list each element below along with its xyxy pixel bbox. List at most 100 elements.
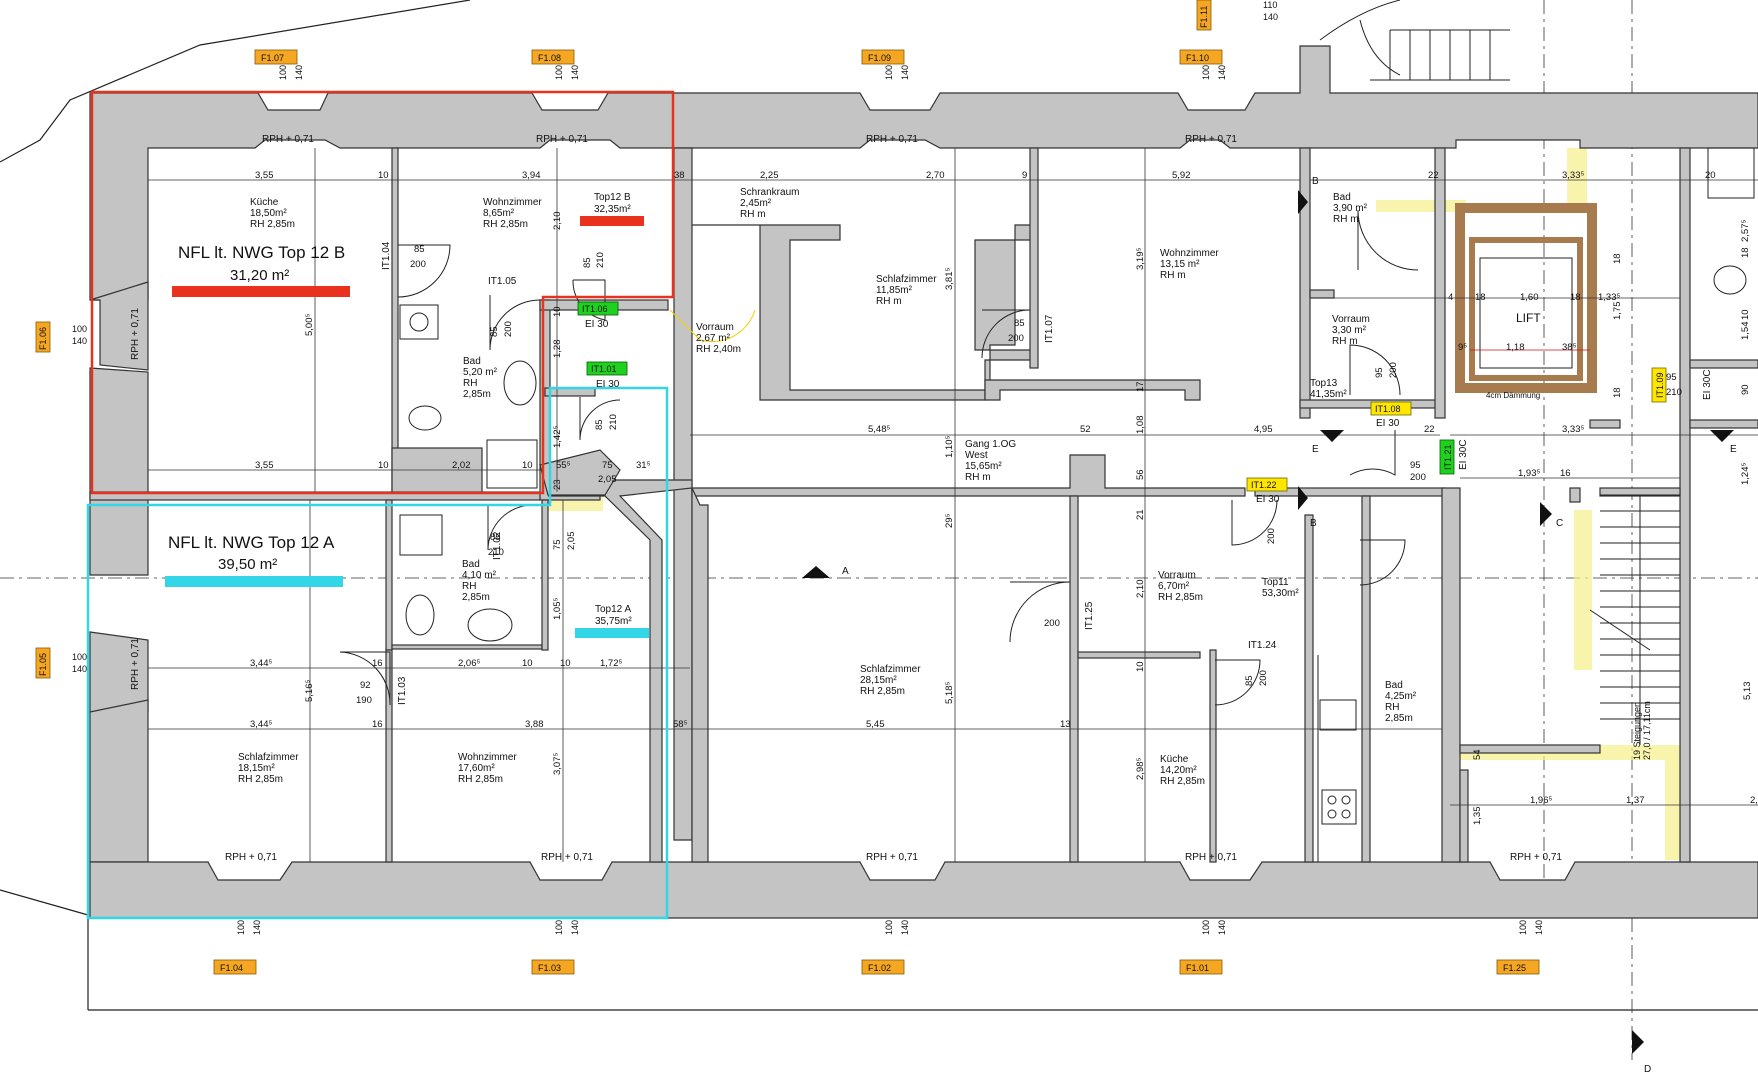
dimension-d85-43: 85 [1014, 318, 1025, 329]
dimension-d118-53: 1,18 [1506, 342, 1525, 353]
dimension-d5005-25: 5,00⁵ [304, 314, 315, 336]
dimension-d200-63: 200 [1410, 472, 1426, 483]
rph-label: RPH + 0,71 [541, 852, 593, 863]
dimension-d3445-72: 3,44⁵ [250, 719, 272, 730]
rph-label: RPH + 0,71 [1510, 852, 1562, 863]
dimension-d18-48: 18 [1570, 292, 1581, 303]
room-vorraum-top13-line-1: 3,30 m² [1332, 325, 1367, 336]
room-vorraum-top12-line-1: 2,67 m² [696, 333, 731, 344]
dimension-d210v-83: 2,10 [1135, 580, 1146, 599]
room-schlaf-mid-line-2: RH m [876, 296, 902, 307]
room-bad-top13-line-1: 3,90 m² [1333, 203, 1368, 214]
room-gang-line-1: West [965, 450, 988, 461]
door-badge-it101: IT1.01 [586, 361, 628, 376]
dimension-d18-109: 18 [1740, 247, 1751, 258]
dimension-d3195-34: 3,19⁵ [1135, 248, 1146, 270]
dimension-d4-45: 4 [1448, 292, 1453, 303]
dimension-d200-95: 200 [1266, 528, 1277, 544]
dimension-d1245-106: 1,24⁵ [1740, 463, 1751, 485]
room-kueche-top11-line-2: RH 2,85m [1160, 776, 1205, 787]
dimension-d85-23: 85 [489, 326, 500, 337]
dimension-d200-93: 200 [1044, 618, 1060, 629]
door-badge-it106-text: IT1.06 [582, 304, 608, 314]
dimension-d495-41: 4,95 [1254, 424, 1273, 435]
room-gang-line-0: Gang 1.OG [965, 439, 1016, 450]
window-height: 140 [1217, 65, 1227, 80]
window-height: 140 [900, 920, 910, 935]
dimension-d270-5: 2,70 [926, 170, 945, 181]
dimension-d13-77: 13 [1060, 719, 1071, 730]
room-wohn-top13-line-0: Wohnzimmer [1160, 248, 1219, 259]
dimension-d17-35: 17 [1135, 381, 1146, 392]
window-height: 140 [570, 65, 580, 80]
dimension-d10-1: 10 [378, 170, 389, 181]
unit-label-a: Top12 A [595, 604, 631, 615]
window-width: 100 [554, 65, 564, 80]
dimension-d85-85: 85 [490, 532, 501, 543]
door-badge-it106: IT1.06 [577, 301, 619, 316]
rph-label: RPH + 0,71 [225, 852, 277, 863]
door-code-IT1.04: IT1.04 [381, 241, 392, 270]
window-tag-F1.05: F1.05 [38, 653, 48, 676]
rph-label: RPH + 0,71 [130, 308, 141, 360]
dimension-d95l-55: 9⁵ [1458, 342, 1467, 353]
dimension-d513-103: 5,13 [1742, 682, 1753, 701]
dimension-d154-105: 1,54 [1740, 322, 1751, 341]
room-schlaf-a-line-2: RH 2,85m [238, 774, 283, 785]
dimension-d295-81: 29⁵ [944, 513, 955, 528]
room-wohn-b-line-0: Wohnzimmer [483, 197, 542, 208]
unit-outlines [86, 90, 675, 920]
room-gang-line-2: 15,65m² [965, 461, 1002, 472]
room-top13-line-1: 41,35m² [1310, 389, 1347, 400]
window-height: 140 [72, 664, 87, 674]
fire-rating: EI 30 [596, 379, 620, 390]
dimension-d38-3: 38 [674, 170, 685, 181]
insulation-note: 4cm Dämmung [1486, 391, 1540, 400]
unit-area-b: 32,35m² [594, 204, 631, 215]
dimension-d1965-100: 1,96⁵ [1530, 795, 1552, 806]
window-height: 140 [900, 65, 910, 80]
dimension-d9-6: 9 [1022, 170, 1027, 181]
summary-title-b: NFL lt. NWG Top 12 B [178, 243, 345, 262]
window-height: 140 [570, 920, 580, 935]
room-bad-a-line-2: RH [462, 581, 476, 592]
dimension-d1085-42: 1,10⁵ [944, 436, 955, 458]
door-code-IT1.02: IT1.02 [492, 531, 503, 560]
dimension-d16-73: 16 [372, 719, 383, 730]
rph-label: RPH + 0,71 [1185, 134, 1237, 145]
room-bad-top11-line-1: 4,25m² [1385, 691, 1417, 702]
dimension-d205-18: 2,05 [598, 474, 617, 485]
dimension-d225-4: 2,25 [760, 170, 779, 181]
window-height: 140 [294, 65, 304, 80]
dimension-d2985-82: 2,98⁵ [1135, 758, 1146, 780]
dimension-d175-50: 1,75 [1612, 302, 1623, 321]
window-height: 140 [252, 920, 262, 935]
window-width: 100 [1518, 920, 1528, 935]
room-vorraum-top11-line-0: Vorraum [1158, 570, 1196, 581]
room-schrank-line-0: Schrankraum [740, 187, 799, 198]
window-tag-F1.04: F1.04 [220, 963, 243, 973]
stair-top [1319, 0, 1510, 81]
door-badge-it109-text: IT1.09 [1655, 372, 1665, 398]
dimension-d133-49: 1,33⁵ [1598, 292, 1620, 303]
door-badge-it122: IT1.22 [1246, 477, 1288, 492]
room-schrank-line-2: RH m [740, 209, 766, 220]
window-height: 140 [1263, 12, 1278, 22]
dimension-d1425-29: 1,42⁵ [552, 426, 563, 448]
dimension-d1725-71: 1,72⁵ [600, 658, 622, 669]
window-width: 100 [884, 920, 894, 935]
room-schrank-line-1: 2,45m² [740, 198, 772, 209]
dimension-d200-44: 200 [1008, 333, 1024, 344]
dimension-d10-108: 10 [1740, 309, 1751, 320]
room-top13-line-0: Top13 [1310, 378, 1338, 389]
dimension-d200-97: 200 [1258, 670, 1269, 686]
dimension-d355-11: 3,55 [255, 460, 274, 471]
rph-label: RPH + 0,71 [866, 134, 918, 145]
dimension-d10-70: 10 [560, 658, 571, 669]
room-kueche-top11-line-1: 14,20m² [1160, 765, 1197, 776]
dimension-d75-88: 75 [552, 539, 563, 550]
door-badge-it101-text: IT1.01 [591, 364, 617, 374]
dimension-d355-0: 3,55 [255, 170, 274, 181]
window-height: 140 [1217, 920, 1227, 935]
